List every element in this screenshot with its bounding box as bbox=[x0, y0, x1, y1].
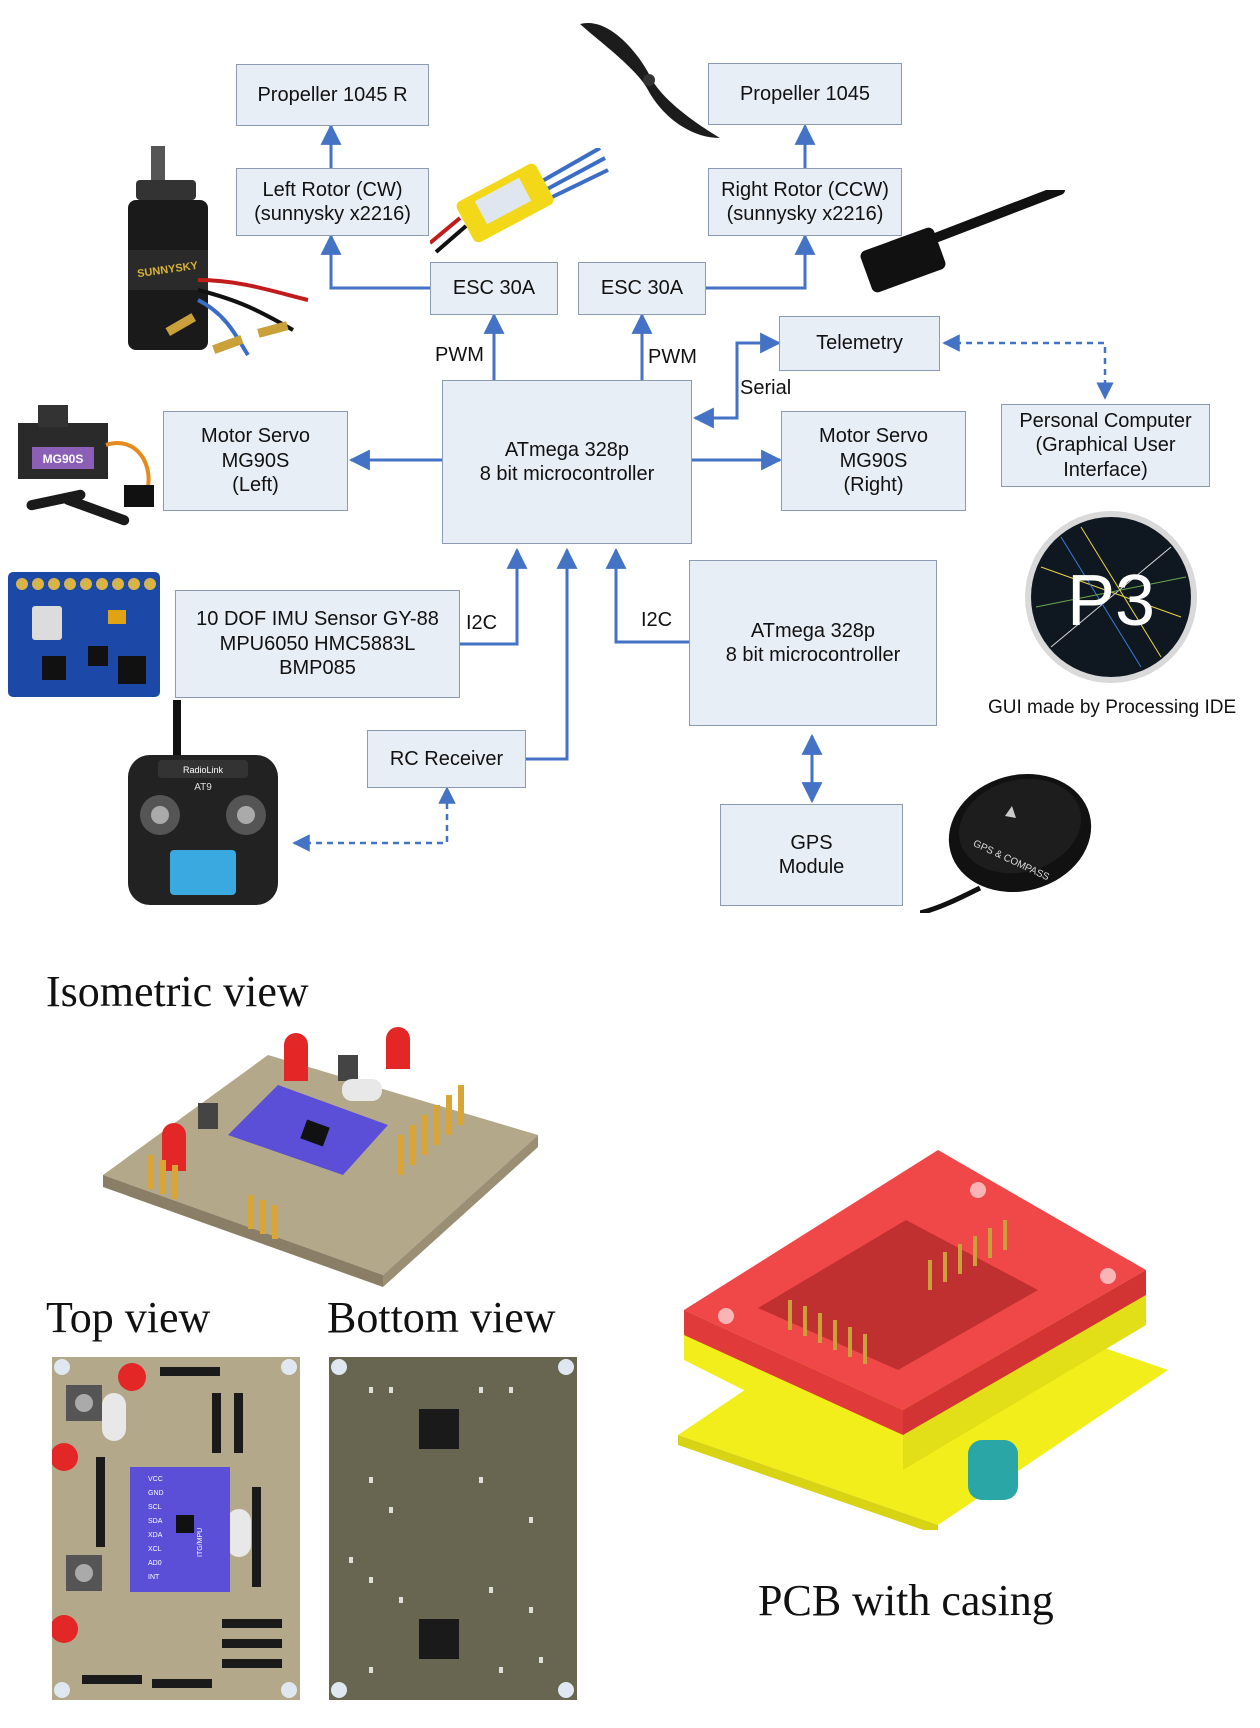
imu-label: 10 DOF IMU Sensor GY-88 MPU6050 HMC5883L… bbox=[196, 608, 439, 680]
isometric-view-title: Isometric view bbox=[46, 967, 309, 1016]
pin-label-xcl: XCL bbox=[148, 1546, 162, 1553]
telemetry-label: Telemetry bbox=[816, 332, 903, 355]
servo-left-block: Motor Servo MG90S (Left) bbox=[163, 411, 348, 511]
pin-label-vcc: VCC bbox=[148, 1476, 163, 1483]
top-view-title: Top view bbox=[46, 1293, 211, 1342]
transmitter-model-text: AT9 bbox=[194, 782, 212, 793]
gui-caption: GUI made by Processing IDE bbox=[988, 697, 1237, 718]
mcu-gps-block: ATmega 328p 8 bit microcontroller bbox=[689, 560, 937, 726]
servo-right-block: Motor Servo MG90S (Right) bbox=[781, 411, 966, 511]
bottom-view-pcb-render bbox=[329, 1357, 577, 1700]
transmitter-brand-text: RadioLink bbox=[183, 765, 224, 775]
mcu-main-label: ATmega 328p 8 bit microcontroller bbox=[479, 438, 655, 485]
arrow-telemetry-serial bbox=[692, 332, 782, 429]
servo-photo: MG90S bbox=[18, 405, 154, 526]
gps-module-block: GPS Module bbox=[720, 804, 903, 906]
servo-right-label: Motor Servo MG90S (Right) bbox=[819, 425, 928, 497]
esc-right-label: ESC 30A bbox=[600, 277, 684, 300]
pin-label-scl: SCL bbox=[148, 1504, 162, 1511]
pcb-casing-title: PCB with casing bbox=[758, 1576, 1054, 1625]
pin-label-xda: XDA bbox=[148, 1532, 163, 1539]
propeller-photo bbox=[580, 22, 720, 138]
processing-logo: P3 bbox=[1025, 511, 1197, 683]
propeller-left-block: Propeller 1045 R bbox=[236, 64, 429, 126]
servo-left-label: Motor Servo MG90S (Left) bbox=[201, 425, 310, 497]
personal-computer-block: Personal Computer (Graphical User Interf… bbox=[1001, 404, 1210, 487]
imu-sensor-photo bbox=[8, 572, 160, 697]
telemetry-block: Telemetry bbox=[779, 316, 940, 371]
telemetry-radio-photo bbox=[860, 190, 1065, 293]
i2c-right-label: I2C bbox=[641, 609, 673, 631]
arrow-esc-left-to-rotor bbox=[320, 233, 430, 290]
rotor-right-label: Right Rotor (CCW) (sunnysky x2216) bbox=[721, 178, 889, 225]
arrow-imu-to-mcu bbox=[460, 547, 528, 646]
top-view-pcb-render: VCC GND SCL SDA XDA XCL AD0 INT ITG/MPU bbox=[52, 1357, 300, 1700]
rotor-left-label: Left Rotor (CW) (sunnysky x2216) bbox=[254, 178, 411, 225]
esc-left-label: ESC 30A bbox=[452, 277, 536, 300]
pin-label-int: INT bbox=[148, 1574, 160, 1581]
rc-transmitter-photo: RadioLink AT9 bbox=[128, 700, 278, 905]
propeller-right-label: Propeller 1045 bbox=[739, 82, 871, 105]
wireless-telemetry-to-pc bbox=[942, 334, 1114, 400]
propeller-right-block: Propeller 1045 bbox=[708, 63, 902, 125]
brushless-motor-photo: SUNNYSKY bbox=[128, 146, 309, 357]
esc-right-block: ESC 30A bbox=[578, 262, 706, 315]
esc-photo bbox=[430, 148, 609, 254]
rotor-right-block: Right Rotor (CCW) (sunnysky x2216) bbox=[708, 168, 902, 236]
wireless-transmitter-to-receiver bbox=[292, 786, 456, 852]
imu-block: 10 DOF IMU Sensor GY-88 MPU6050 HMC5883L… bbox=[175, 590, 460, 698]
propeller-left-label: Propeller 1045 R bbox=[257, 83, 408, 106]
arrow-esc-right-to-rotor bbox=[706, 233, 816, 290]
pcb-casing-render bbox=[678, 1150, 1168, 1530]
esc-left-block: ESC 30A bbox=[430, 262, 558, 315]
pin-label-ad0: AD0 bbox=[148, 1560, 162, 1567]
rc-receiver-label: RC Receiver bbox=[389, 747, 504, 770]
mcu-gps-label: ATmega 328p 8 bit microcontroller bbox=[725, 619, 901, 666]
i2c-left-label: I2C bbox=[466, 612, 498, 634]
rotor-left-block: Left Rotor (CW) (sunnysky x2216) bbox=[236, 168, 429, 236]
servo-model-text: MG90S bbox=[43, 452, 84, 466]
arrow-rc-to-mcu bbox=[526, 547, 578, 761]
personal-computer-label: Personal Computer (Graphical User Interf… bbox=[1019, 409, 1192, 481]
module-label: ITG/MPU bbox=[197, 1528, 204, 1557]
mcu-main-block: ATmega 328p 8 bit microcontroller bbox=[442, 380, 692, 544]
pwm-right-label: PWM bbox=[648, 346, 697, 368]
isometric-pcb-render bbox=[103, 1027, 538, 1287]
pwm-left-label: PWM bbox=[435, 344, 484, 366]
rc-receiver-block: RC Receiver bbox=[367, 730, 526, 788]
bottom-view-title: Bottom view bbox=[327, 1293, 556, 1342]
pin-label-gnd: GND bbox=[148, 1490, 164, 1497]
serial-label: Serial bbox=[740, 377, 792, 399]
pin-label-sda: SDA bbox=[148, 1518, 163, 1525]
processing-logo-text: P3 bbox=[1067, 561, 1155, 641]
gps-compass-photo: GPS & COMPASS bbox=[920, 773, 1092, 913]
gps-module-label: GPS Module bbox=[778, 831, 845, 878]
arrow-gpsmcu-to-mcu bbox=[605, 547, 689, 644]
